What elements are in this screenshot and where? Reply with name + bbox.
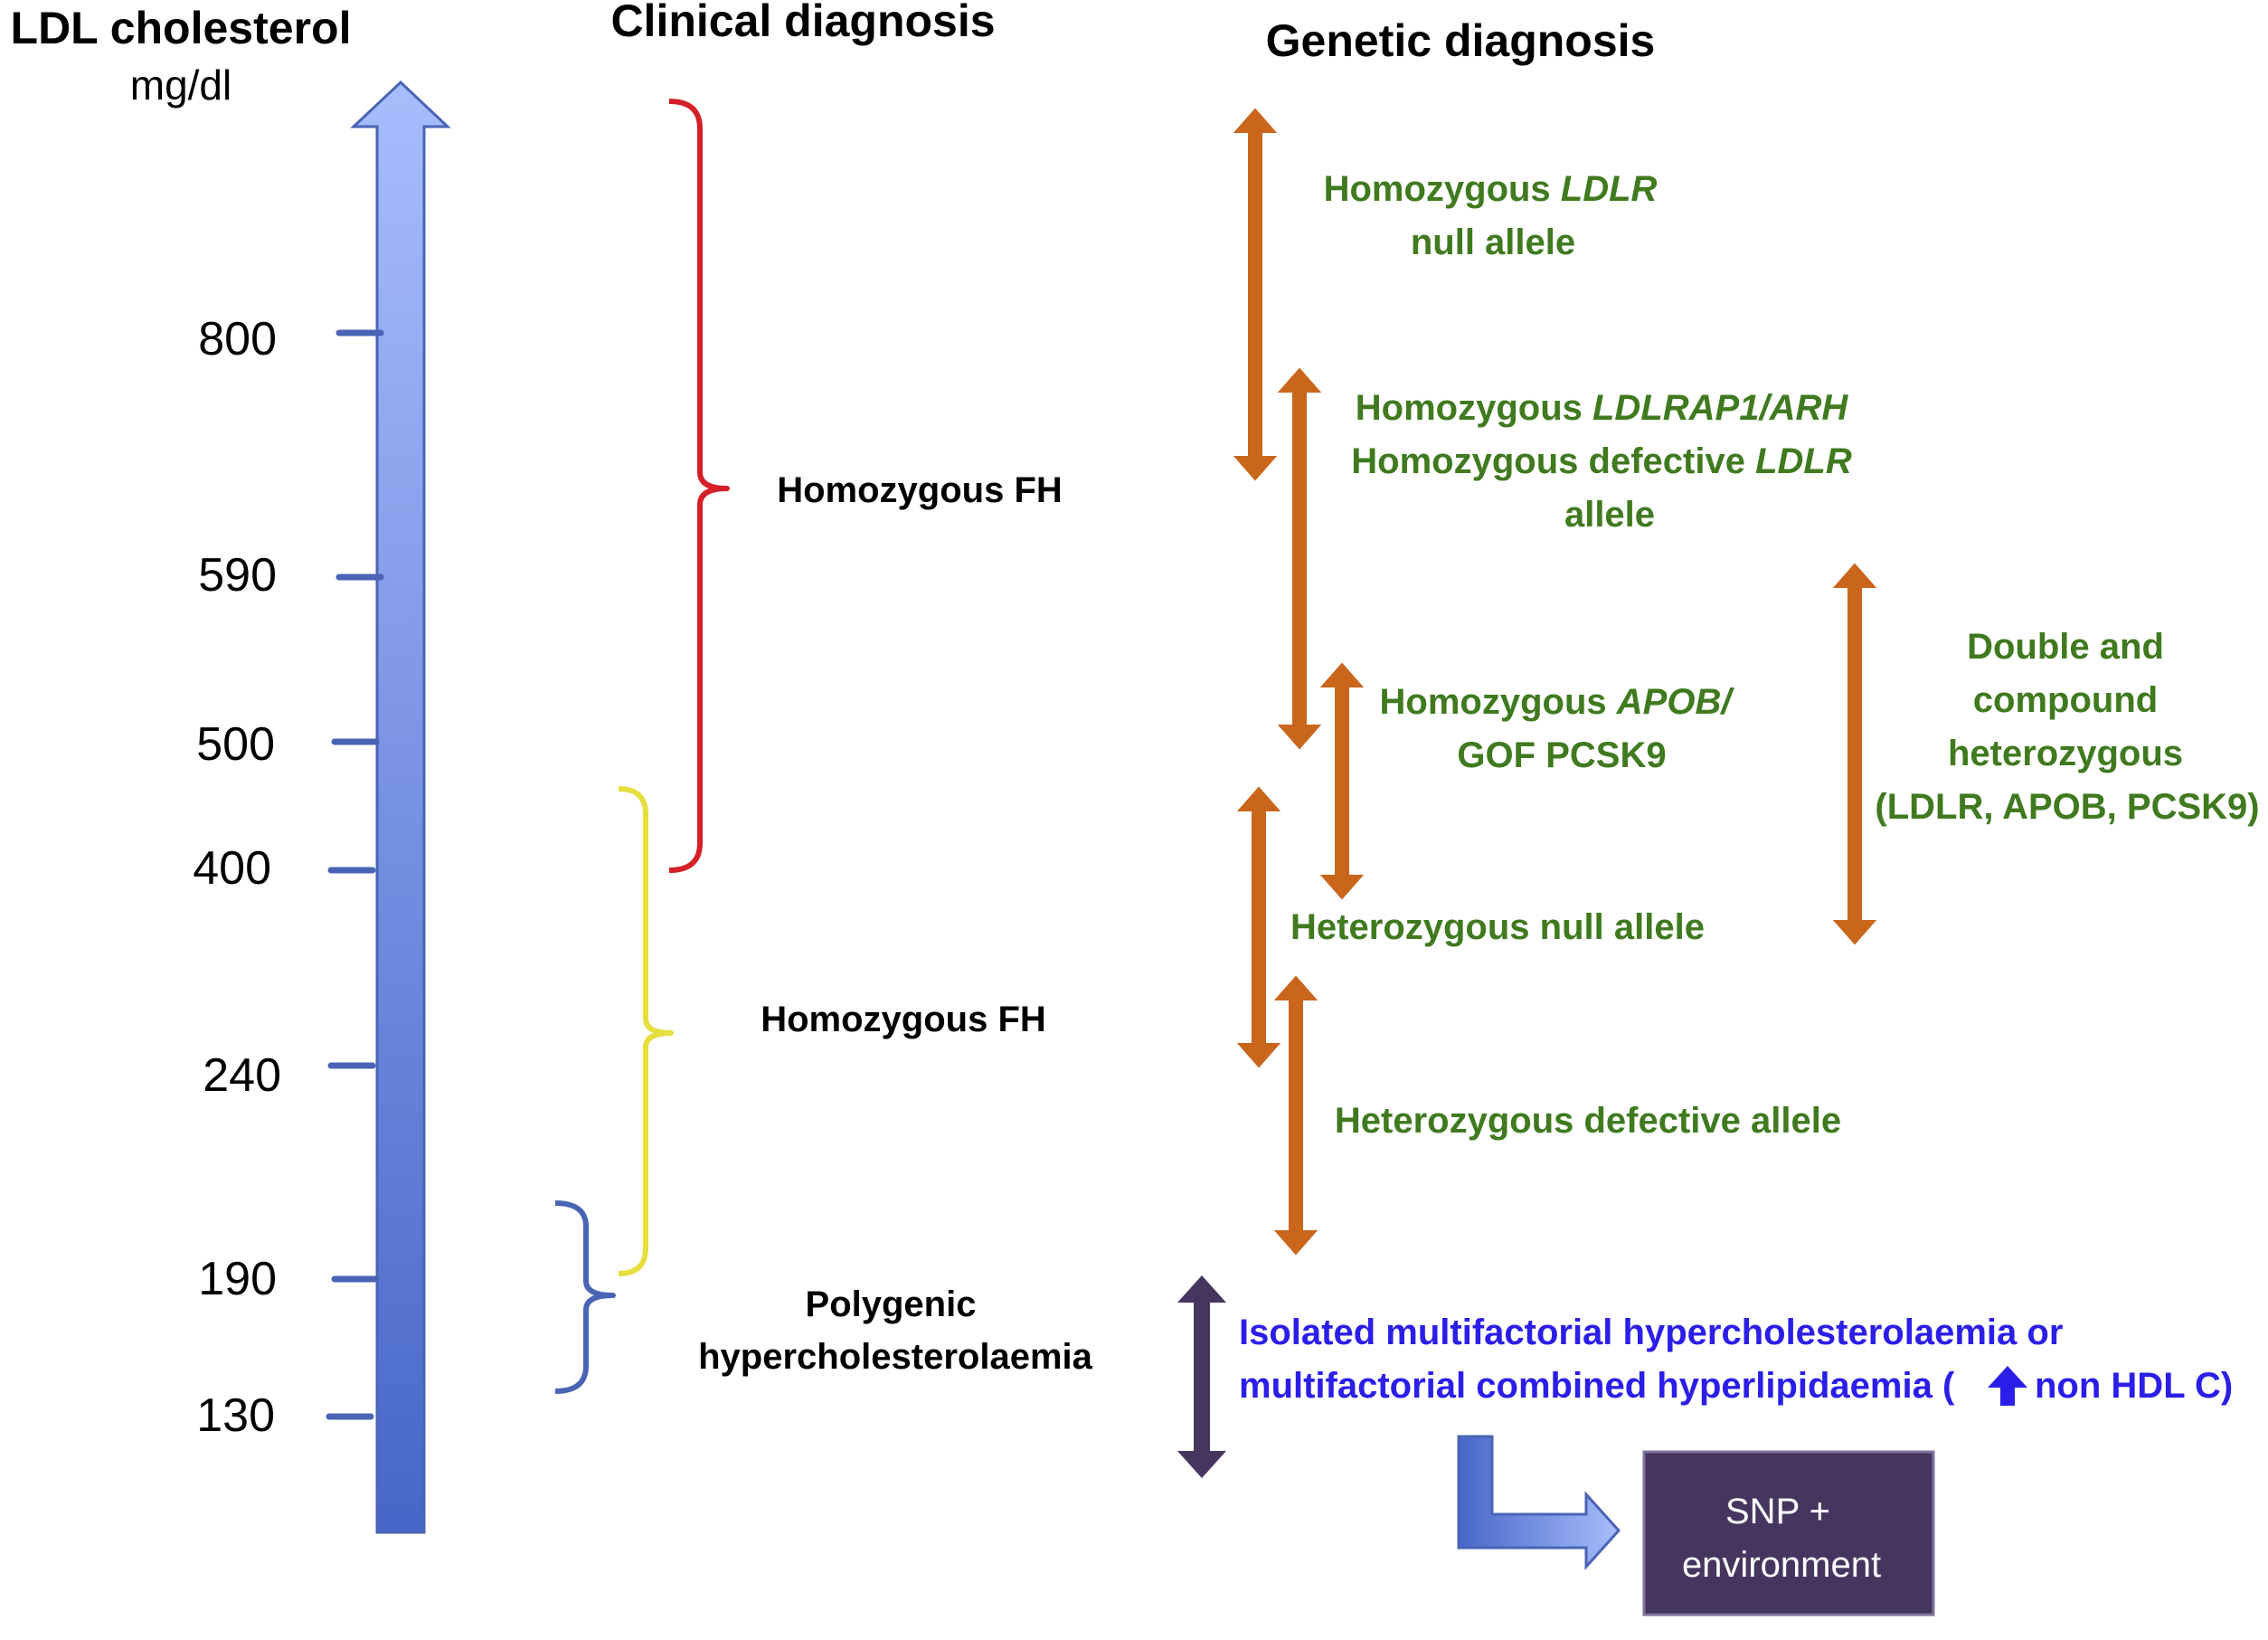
ldlrap1-line3: allele — [1564, 495, 1655, 535]
apob-line1: Homozygous APOB/ — [1380, 682, 1735, 722]
genetic-range-arrows — [1233, 108, 1877, 1256]
double-compound-range-arrow — [1832, 563, 1877, 945]
tick-label-500: 500 — [196, 718, 275, 771]
het-null-range-arrow — [1236, 786, 1281, 1068]
ldlrap1-range-arrow — [1277, 367, 1322, 750]
ldl-unit-label: mg/dl — [130, 62, 232, 109]
tick-label-190: 190 — [198, 1253, 277, 1305]
tick-label-800: 800 — [198, 313, 277, 365]
snp-environment-box — [1642, 1450, 1935, 1616]
double-compound-line4: (LDLR, APOB, PCSK9) — [1875, 787, 2259, 827]
clinical-homozygous-fh-upper: Homozygous FH — [777, 470, 1063, 510]
double-compound-line3: heterozygous — [1948, 734, 2183, 773]
tick-label-400: 400 — [193, 842, 271, 895]
up-arrow-icon — [1988, 1366, 2027, 1406]
clinical-homozygous-fh-middle: Homozygous FH — [761, 1000, 1046, 1039]
elbow-arrow — [1457, 1435, 1621, 1570]
ldlr-null-line1: Homozygous LDLR — [1324, 169, 1658, 209]
ldlrap1-line1-prefix: Homozygous — [1356, 388, 1592, 428]
genetic-diagnosis-header: Genetic diagnosis — [1266, 15, 1656, 66]
ldlr-null-line1-prefix: Homozygous — [1324, 169, 1561, 209]
multifactorial-range-arrow — [1177, 1275, 1226, 1478]
tick-label-130: 130 — [196, 1389, 275, 1442]
tick-label-240: 240 — [203, 1049, 281, 1102]
clinical-polygenic-line2: hypercholesterolaemia — [698, 1337, 1092, 1377]
polygenic-blue-bracket — [554, 1200, 616, 1394]
ldlr-null-line1-gene: LDLR — [1561, 169, 1658, 209]
het-defective-range-arrow — [1273, 975, 1318, 1256]
apob-line1-gene: APOB/ — [1616, 682, 1735, 722]
snp-box-line2: environment — [1682, 1545, 1881, 1585]
apob-line1-prefix: Homozygous — [1380, 682, 1617, 722]
het-defective-label: Heterozygous defective allele — [1335, 1101, 1841, 1141]
double-compound-line2: compound — [1973, 680, 2158, 720]
ldlrap1-line1-gene: LDLRAP1/ARH — [1592, 388, 1848, 428]
ldl-scale-arrow — [350, 80, 451, 1534]
multifactorial-line1: Isolated multifactorial hypercholesterol… — [1239, 1313, 2063, 1352]
apob-pcsk9-range-arrow — [1319, 662, 1365, 900]
multifactorial-line2-suffix: non HDL C) — [2035, 1366, 2233, 1406]
ldlr-null-range-arrow — [1233, 108, 1278, 481]
ldlrap1-line1: Homozygous LDLRAP1/ARH — [1356, 388, 1849, 428]
ldlrap1-line2-prefix: Homozygous defective — [1351, 441, 1755, 481]
multifactorial-line2-prefix: multifactorial combined hyperlipidaemia … — [1239, 1366, 1955, 1406]
ldl-cholesterol-header: LDL cholesterol — [11, 3, 352, 53]
homozygous-fh-yellow-bracket — [618, 786, 674, 1276]
clinical-polygenic-line1: Polygenic — [806, 1285, 977, 1324]
tick-label-590: 590 — [198, 549, 277, 602]
ldlr-null-line2: null allele — [1411, 223, 1575, 262]
het-null-label: Heterozygous null allele — [1290, 907, 1705, 947]
apob-line2: GOF PCSK9 — [1457, 735, 1666, 775]
double-compound-line1: Double and — [1967, 627, 2164, 667]
homozygous-fh-red-bracket — [668, 99, 730, 873]
clinical-diagnosis-header: Clinical diagnosis — [610, 0, 995, 46]
scale-ticks — [326, 329, 384, 1420]
ldlrap1-line2-gene: LDLR — [1755, 441, 1852, 481]
ldlrap1-line2: Homozygous defective LDLR — [1351, 441, 1852, 481]
snp-box-line1: SNP + — [1725, 1492, 1830, 1531]
